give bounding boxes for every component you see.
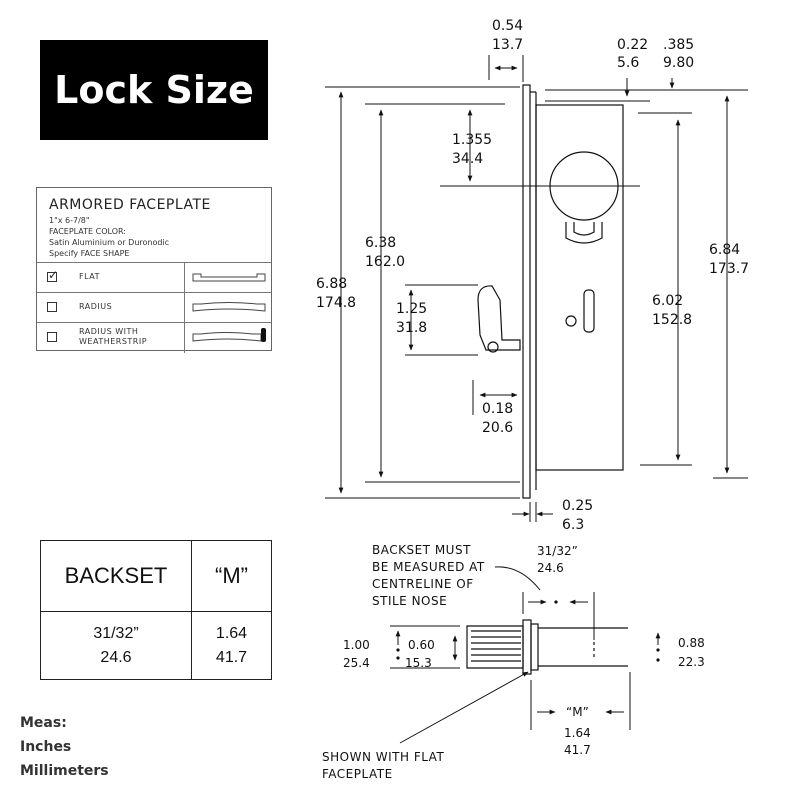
- faceplate-option-flat[interactable]: FLAT: [37, 262, 271, 293]
- m-value-cell: 1.64 41.7: [191, 611, 272, 680]
- title-banner: Lock Size: [40, 40, 268, 140]
- dim-022-mm: 5.6: [617, 55, 639, 71]
- backset-header: BACKSET: [40, 540, 192, 612]
- backset-inch: 31/32”: [93, 624, 139, 642]
- dim-018-in: 0.18: [482, 401, 513, 417]
- radius-shape-icon: [184, 293, 272, 323]
- faceplate-size: 1"x 6-7/8": [49, 216, 90, 225]
- sec-088-in: 0.88: [678, 636, 705, 650]
- note-backset-2: BE MEASURED AT: [372, 560, 485, 574]
- note-backset-3: CENTRELINE OF: [372, 577, 474, 591]
- dim-684-mm: 173.7: [709, 261, 749, 277]
- flat-shape-icon: [184, 263, 272, 293]
- note-flat-1: SHOWN WITH FLAT: [322, 750, 444, 764]
- sec-060-in: 0.60: [408, 638, 435, 652]
- dim-022-in: 0.22: [617, 37, 648, 53]
- dim-054-mm: 13.7: [492, 37, 523, 53]
- flat-label: FLAT: [79, 272, 100, 281]
- faceplate-option-weatherstrip[interactable]: RADIUS WITH WEATHERSTRIP: [37, 322, 271, 353]
- note-backset-1: BACKSET MUST: [372, 543, 471, 557]
- dim-684-in: 6.84: [709, 242, 740, 258]
- dim-385-mm: 9.80: [663, 55, 694, 71]
- page-title: Lock Size: [54, 68, 254, 112]
- dim-025-mm: 6.3: [562, 517, 584, 533]
- dim-054-in: 0.54: [492, 18, 523, 34]
- dim-385-in: .385: [663, 37, 694, 53]
- dim-1355-in: 1.355: [452, 132, 492, 148]
- lock-body: [535, 104, 624, 471]
- sec-100-mm: 25.4: [343, 656, 370, 670]
- sec-m-mm: 41.7: [564, 743, 591, 757]
- sec-100-in: 1.00: [343, 638, 370, 652]
- dim-602-mm: 152.8: [652, 312, 692, 328]
- faceplate-color-label: FACEPLATE COLOR:: [49, 227, 126, 236]
- weatherstrip-label: RADIUS WITH WEATHERSTRIP: [79, 327, 148, 346]
- dim-602-in: 6.02: [652, 293, 683, 309]
- sec-m-label: “M”: [566, 705, 589, 719]
- dim-025-in: 0.25: [562, 498, 593, 514]
- note-backset-4: STILE NOSE: [372, 594, 447, 608]
- faceplate-panel: ARMORED FACEPLATE 1"x 6-7/8" FACEPLATE C…: [36, 187, 272, 353]
- weatherstrip-shape-icon: [184, 323, 272, 353]
- flat-checkbox[interactable]: [47, 268, 58, 282]
- m-mm: 41.7: [215, 648, 248, 666]
- sec-m-in: 1.64: [564, 726, 591, 740]
- dim-125-mm: 31.8: [396, 320, 427, 336]
- dim-688-in: 6.88: [316, 276, 347, 292]
- hook-pivot: [487, 341, 499, 353]
- dim-125-in: 1.25: [396, 301, 427, 317]
- cylinder-hook: [565, 222, 603, 244]
- weatherstrip-checkbox[interactable]: [47, 332, 57, 342]
- note-flat-2: FACEPLATE: [322, 767, 393, 781]
- faceplate-option-radius[interactable]: RADIUS: [37, 292, 271, 323]
- thumbturn-hole: [565, 315, 577, 327]
- units-legend: Meas: Inches Millimeters: [20, 715, 109, 779]
- backset-table: BACKSET “M” 31/32” 24.6 1.64 41.7: [40, 540, 272, 680]
- dim-638-in: 6.38: [365, 235, 396, 251]
- dim-638-mm: 162.0: [365, 254, 405, 270]
- sec-088-mm: 22.3: [678, 655, 705, 669]
- dim-688-mm: 174.8: [316, 295, 356, 311]
- m-inch: 1.64: [215, 624, 248, 642]
- sec-backset-mm: 24.6: [537, 561, 564, 575]
- faceplate-color-value: Satin Aluminium or Duronodic: [49, 238, 170, 247]
- faceplate-shape-label: Specify FACE SHAPE: [49, 249, 130, 258]
- hook-bolt: [477, 285, 521, 351]
- dim-018-mm: 20.6: [482, 420, 513, 436]
- sec-060-mm: 15.3: [405, 656, 432, 670]
- radius-checkbox[interactable]: [47, 302, 57, 312]
- backset-mm: 24.6: [100, 648, 132, 666]
- faceplate-strip: [522, 84, 531, 499]
- faceplate-heading: ARMORED FACEPLATE: [49, 197, 211, 213]
- radius-label: RADIUS: [79, 302, 113, 311]
- m-header: “M”: [191, 540, 272, 612]
- section-view: [466, 619, 628, 675]
- dim-1355-mm: 34.4: [452, 151, 483, 167]
- sec-backset-in: 31/32”: [537, 544, 578, 558]
- thumbturn-slot: [583, 289, 595, 333]
